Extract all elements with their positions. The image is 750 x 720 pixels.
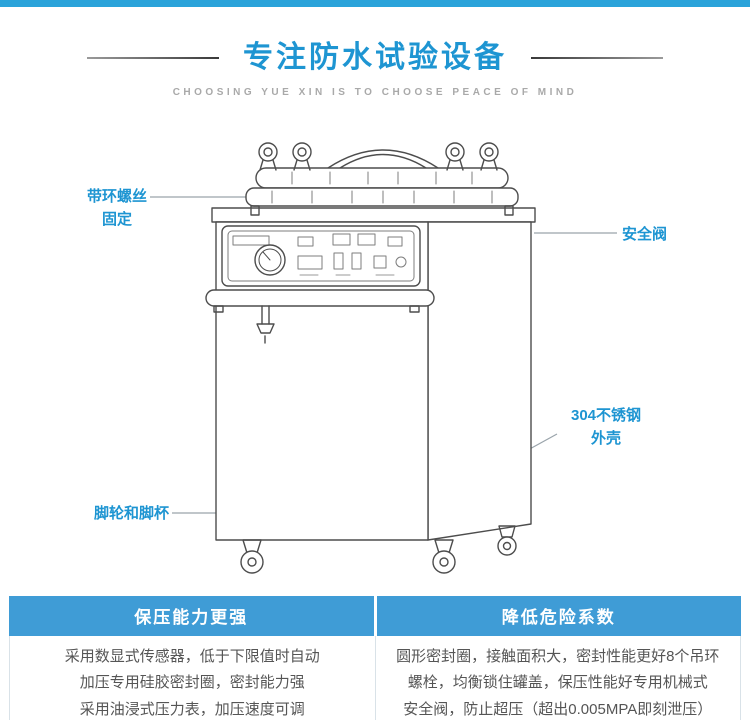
callout-stainless-shell: 304不锈钢 外壳 xyxy=(570,407,642,447)
callout-casters: 脚轮和脚杯 xyxy=(94,505,170,522)
callout-eyebolt-fixing: 带环螺丝 固定 xyxy=(86,188,147,228)
page-title: 专注防水试验设备 xyxy=(243,41,507,74)
header-section: 专注防水试验设备 CHOOSING YUE XIN IS TO CHOOSE P… xyxy=(0,40,750,98)
page-subtitle: CHOOSING YUE XIN IS TO CHOOSE PEACE OF M… xyxy=(172,87,578,98)
feature-header-row: 保压能力更强 降低危险系数 xyxy=(9,596,741,636)
lid-handle xyxy=(327,149,439,169)
casters xyxy=(240,525,517,574)
callout-safety-valve: 安全阀 xyxy=(622,226,668,243)
lifting-eye-bolts xyxy=(258,142,499,171)
title-rule-left xyxy=(87,57,219,59)
control-panel xyxy=(221,225,421,287)
title-rule-right xyxy=(531,57,663,59)
pressure-gauge xyxy=(254,244,286,276)
feature-body-row: 采用数显式传感器，低于下限值时自动 加压专用硅胶密封圈，密封能力强 采用油浸式压… xyxy=(9,636,741,720)
title-row: 专注防水试验设备 xyxy=(0,40,750,76)
top-accent-bar xyxy=(0,0,750,7)
machine-diagram: 带环螺丝 固定 安全阀 304不锈钢 外壳 脚轮和脚杯 xyxy=(0,110,750,580)
feature-body-safety: 圆形密封圈，接触面积大，密封性能更好8个吊环 螺栓，均衡锁住罐盖，保压性能好专用… xyxy=(396,648,720,718)
feature-header-pressure: 保压能力更强 xyxy=(9,596,374,636)
brand-label xyxy=(232,235,270,246)
feature-header-safety: 降低危险系数 xyxy=(376,596,741,636)
machine-illustration xyxy=(150,142,617,574)
feature-body-pressure: 采用数显式传感器，低于下限值时自动 加压专用硅胶密封圈，密封能力强 采用油浸式压… xyxy=(10,636,376,720)
tank-lid xyxy=(245,167,519,216)
feature-table: 保压能力更强 降低危险系数 采用数显式传感器，低于下限值时自动 加压专用硅胶密封… xyxy=(9,596,741,720)
